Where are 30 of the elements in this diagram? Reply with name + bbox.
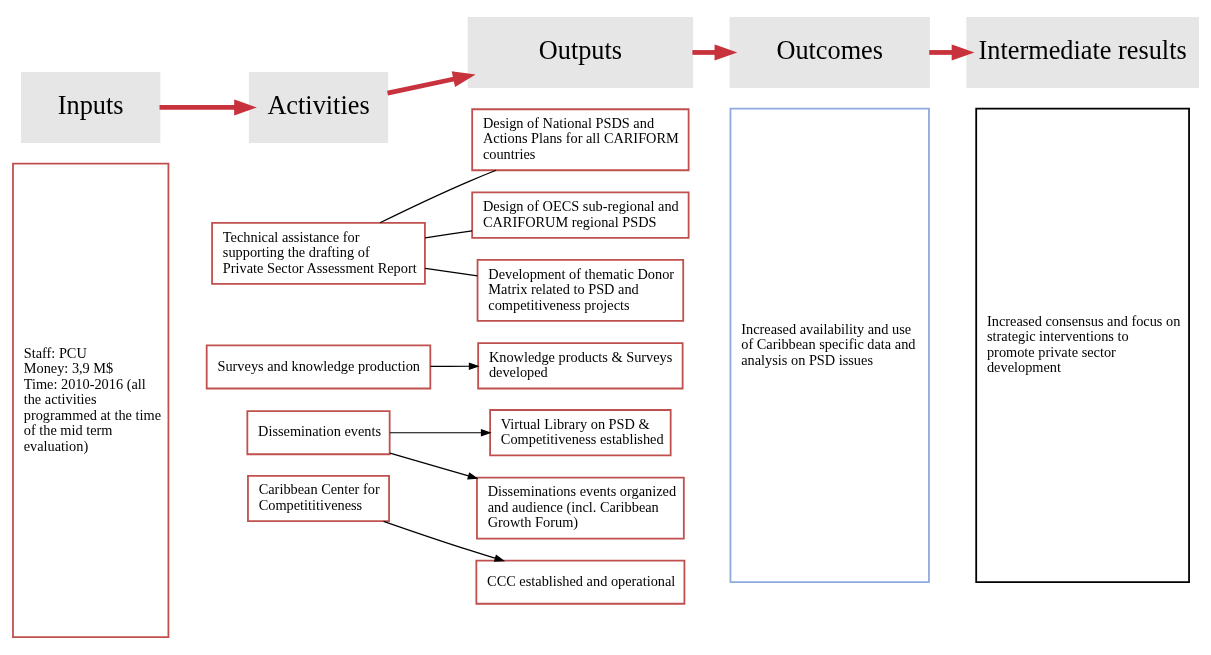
arrow	[692, 44, 738, 61]
node-box: Technical assistance for supporting the drafting of Private Sector Assessment Report	[211, 221, 426, 285]
arrow	[159, 99, 257, 116]
node-box: Design of OECS sub-regional and CARIFORUM regional PSDS	[471, 191, 690, 239]
node-box: Intermediate results	[966, 16, 1199, 89]
node-box: Inputs	[21, 71, 161, 144]
connector	[379, 169, 497, 224]
node-box: Increased consensus and focus on strategic interventions to promote private sector development	[975, 107, 1190, 584]
arrow	[383, 520, 506, 562]
node-box: Activities	[248, 71, 389, 144]
node-box: Disseminations events organized and audience (incl. Caribbean Growth Forum)	[476, 476, 685, 540]
arrow	[389, 428, 492, 437]
node-box: Virtual Library on PSD & Competitiveness established	[489, 409, 672, 457]
node-box: Knowledge products & Surveys developed	[477, 342, 684, 390]
node-box: Staff: PCU Money: 3,9 M$ Time: 2010-2016 (all the activities programmed at the time of the mid term evaluation)	[12, 162, 170, 639]
connector	[424, 230, 473, 239]
node-box: Caribbean Center for Competititiveness	[247, 474, 390, 523]
connector	[424, 267, 479, 277]
arrow	[929, 44, 975, 61]
node-box: Design of National PSDS and Actions Plans for all CARIFORM countries	[471, 108, 690, 172]
arrow	[387, 71, 476, 96]
node-box: CCC established and operational	[475, 559, 686, 605]
arrow	[429, 362, 480, 371]
node-box: Surveys and knowledge production	[205, 344, 432, 390]
node-box: Outcomes	[729, 16, 930, 89]
node-box: Dissemination events	[246, 410, 391, 456]
node-box: Increased availability and use of Caribbean specific data and analysis on PSD issues	[729, 107, 930, 584]
node-box: Development of thematic Donor Matrix related to PSD and competitiveness projects	[476, 259, 685, 322]
node-box: Outputs	[467, 16, 694, 89]
arrow	[389, 452, 479, 480]
